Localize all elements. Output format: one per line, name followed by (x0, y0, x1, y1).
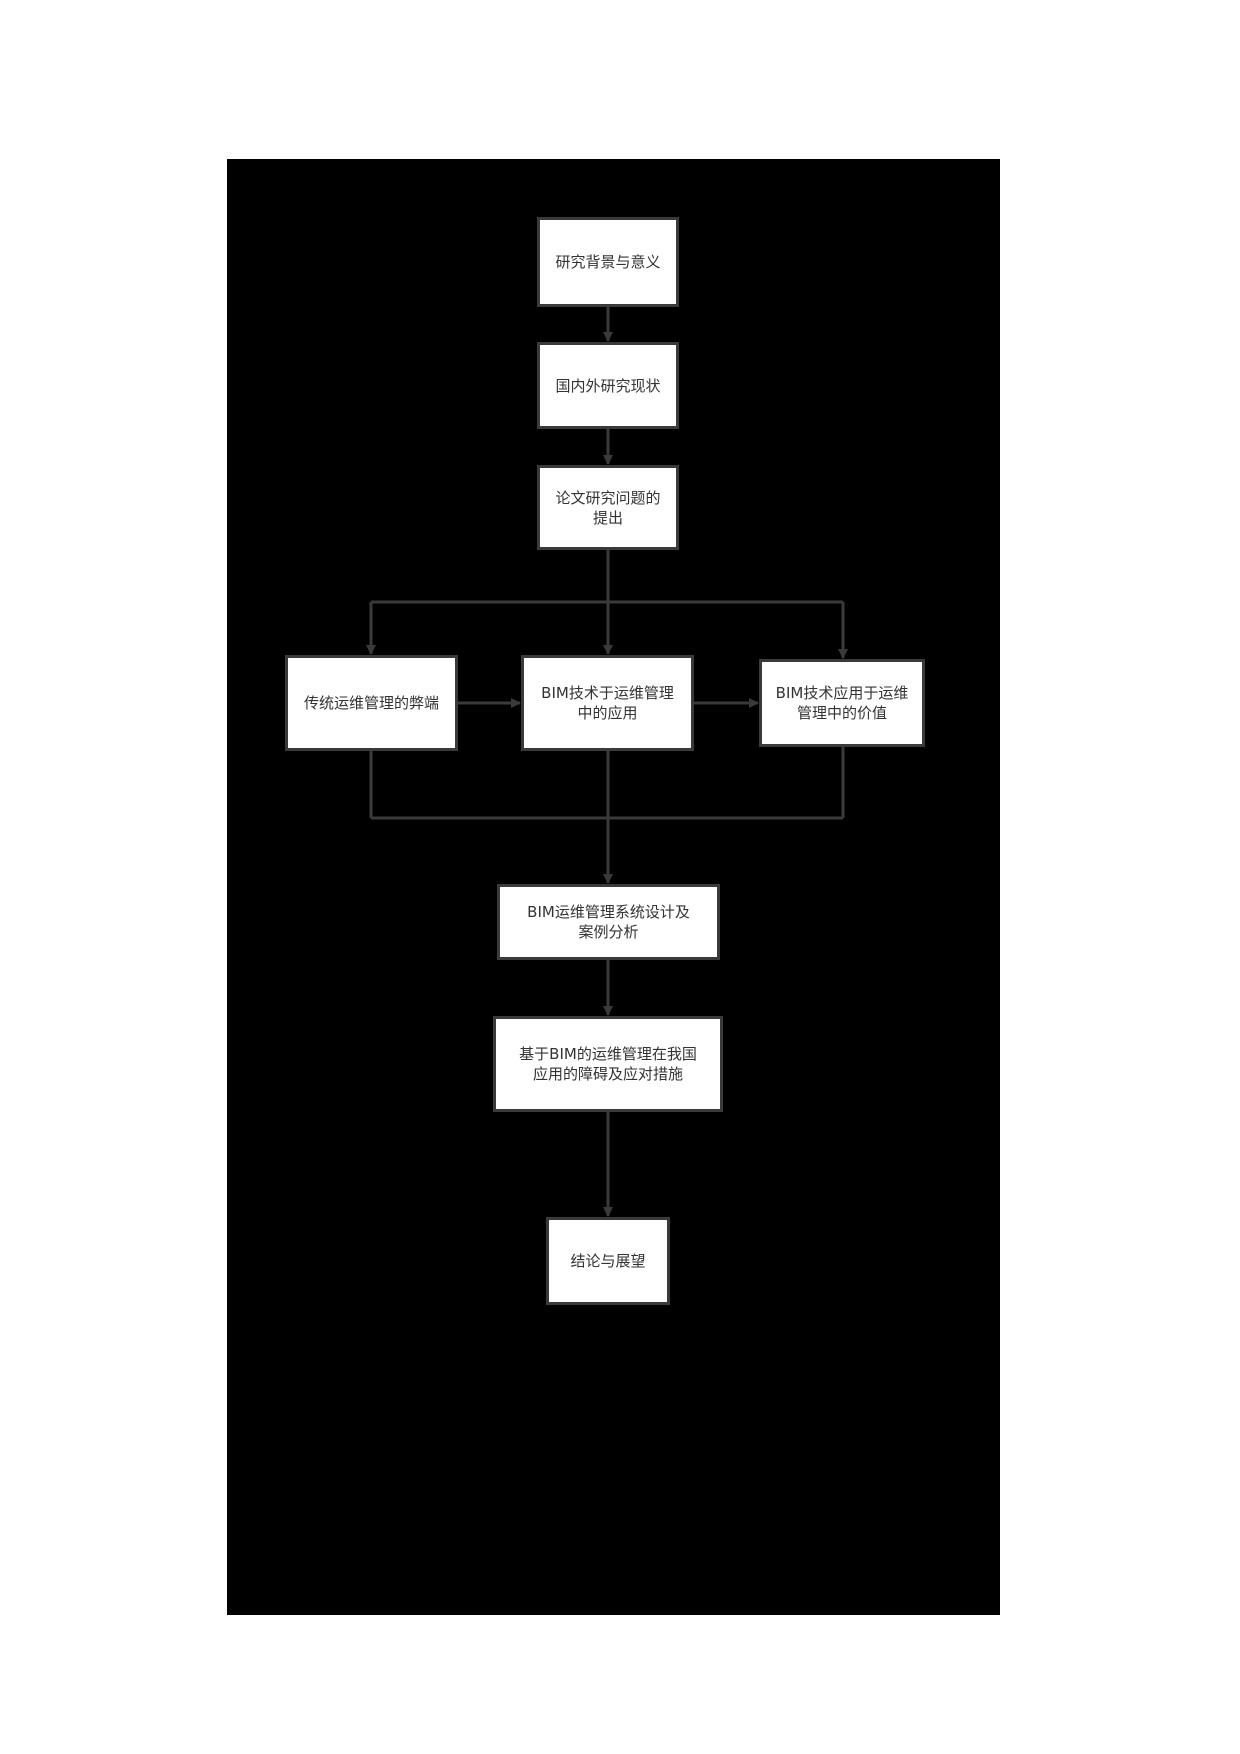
node-label: 传统运维管理的弊端 (303, 694, 439, 712)
node-label: 基于BIM的运维管理在我国应用的障碍及应对措施 (519, 1045, 697, 1083)
node-traditional-drawbacks: 传统运维管理的弊端 (285, 655, 458, 751)
node-bim-application: BIM技术于运维管理中的应用 (521, 655, 694, 751)
node-research-background: 研究背景与意义 (537, 217, 679, 307)
node-bim-value: BIM技术应用于运维管理中的价值 (759, 659, 925, 747)
node-research-question: 论文研究问题的提出 (537, 465, 679, 550)
node-system-design-case: BIM运维管理系统设计及案例分析 (497, 884, 720, 960)
node-label: 研究背景与意义 (555, 253, 661, 271)
node-obstacles-measures: 基于BIM的运维管理在我国应用的障碍及应对措施 (493, 1016, 723, 1112)
node-label: 国内外研究现状 (555, 376, 661, 395)
node-research-status: 国内外研究现状 (537, 342, 679, 429)
node-label: BIM技术应用于运维管理中的价值 (775, 684, 909, 722)
node-label: BIM技术于运维管理中的应用 (541, 684, 674, 722)
node-conclusion-outlook: 结论与展望 (546, 1217, 670, 1305)
node-label: BIM运维管理系统设计及案例分析 (527, 903, 690, 941)
node-label: 结论与展望 (570, 1252, 646, 1270)
node-label: 论文研究问题的提出 (555, 488, 661, 527)
